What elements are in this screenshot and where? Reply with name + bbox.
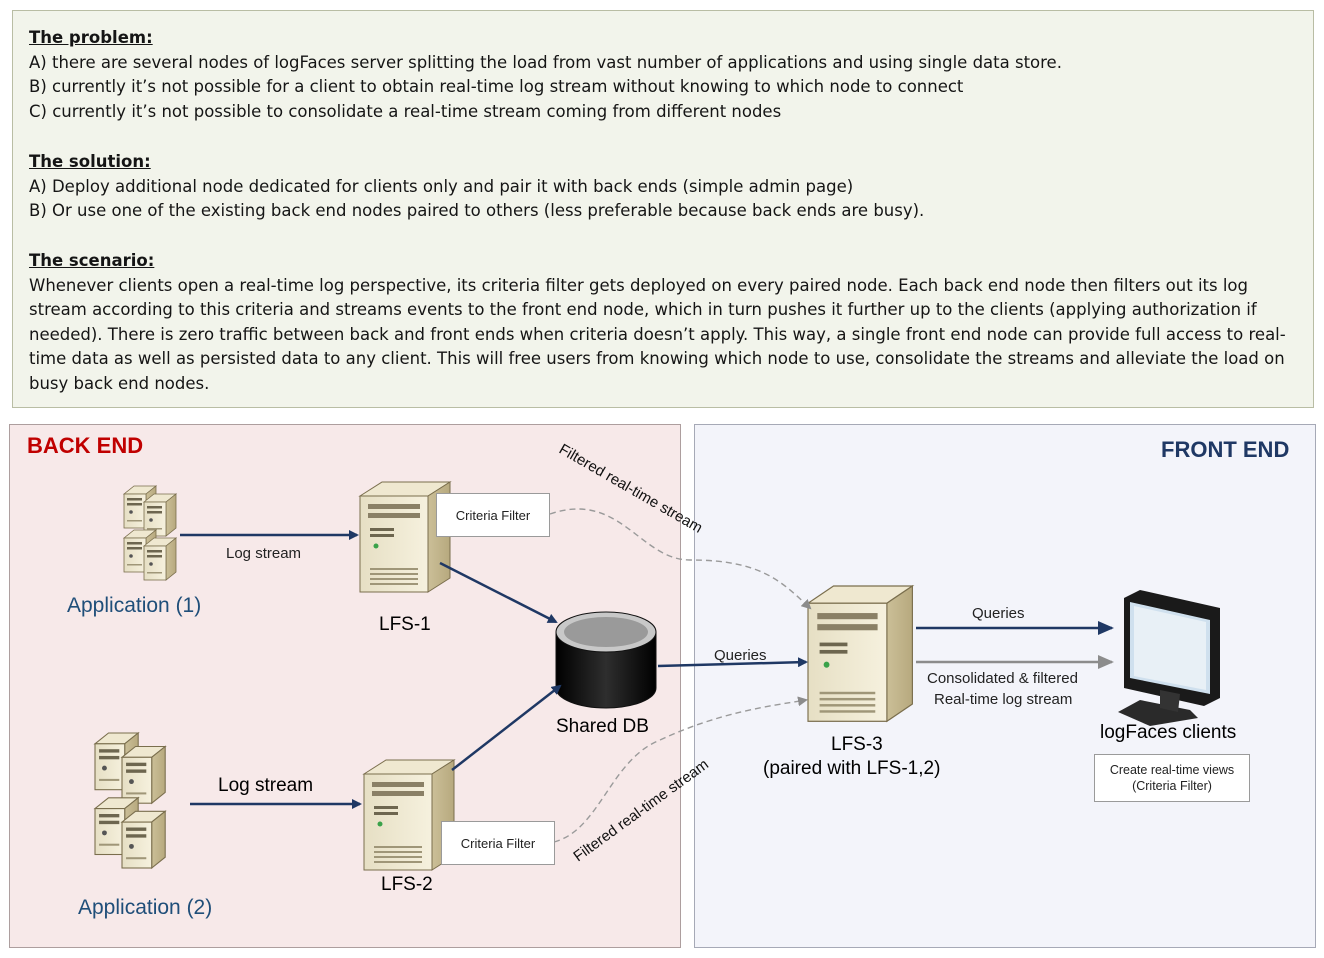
solution-line-b: B) Or use one of the existing back end n… [29, 201, 925, 220]
filtered-stream-top-label: Filtered real-time stream [556, 441, 705, 537]
log-stream-1-label: Log stream [226, 545, 302, 562]
consolidated-stream-label-2: Real-time log stream [934, 691, 1073, 708]
application-1-server-icon [123, 485, 177, 581]
db-queries-label: Queries [714, 647, 767, 664]
solution-heading: The solution: [29, 152, 151, 171]
shared-db-label: Shared DB [556, 716, 649, 737]
solution-line-a: A) Deploy additional node dedicated for … [29, 176, 854, 196]
application-2-label: Application (2) [78, 896, 213, 919]
lfs-3-label: LFS-3 [831, 734, 883, 755]
application-1-label: Application (1) [67, 594, 202, 617]
filtered-stream-bottom-label: Filtered real-time stream [570, 756, 711, 865]
criteria-filter-box-1: Criteria Filter [436, 493, 550, 537]
consolidated-stream-label-1: Consolidated & filtered [927, 670, 1078, 687]
criteria-filter-box-2: Criteria Filter [441, 821, 555, 865]
client-views-line-1: Create real-time views [1109, 763, 1235, 777]
lfs2-to-db-arrow [451, 684, 562, 771]
clients-queries-label: Queries [972, 605, 1025, 622]
shared-db-icon [555, 611, 657, 709]
problem-section: The problem: A) there are several nodes … [29, 26, 1062, 124]
scenario-section: The scenario: Whenever clients open a re… [29, 249, 1304, 396]
solution-section: The solution: A) Deploy additional node … [29, 150, 924, 224]
filtered-stream-bottom-arrow [553, 696, 808, 843]
db-queries-arrow [657, 657, 808, 668]
front-end-title: FRONT END [1161, 437, 1290, 462]
back-end-title: BACK END [27, 433, 144, 458]
log-stream-2-label: Log stream [218, 775, 314, 796]
lfs-1-label: LFS-1 [379, 614, 431, 635]
problem-line-c: C) currently it’s not possible to consol… [29, 101, 782, 121]
problem-line-a: A) there are several nodes of logFaces s… [29, 52, 1062, 72]
lfs-3-server-icon [807, 585, 914, 722]
application-2-server-icon [94, 732, 166, 869]
scenario-text: Whenever clients open a real-time log pe… [29, 275, 1286, 393]
monitor-icon [1118, 590, 1220, 726]
problem-line-b: B) currently it’s not possible for a cli… [29, 77, 964, 96]
client-views-box: Create real-time views (Criteria Filter) [1094, 754, 1250, 802]
lfs-3-sublabel: (paired with LFS-1,2) [763, 758, 941, 779]
scenario-heading: The scenario: [29, 251, 155, 270]
client-views-line-2: (Criteria Filter) [1132, 779, 1212, 793]
problem-heading: The problem: [29, 28, 153, 47]
clients-label: logFaces clients [1100, 722, 1237, 743]
description-panel [12, 10, 1314, 408]
lfs1-to-db-arrow [439, 561, 558, 624]
lfs-2-label: LFS-2 [381, 874, 433, 895]
